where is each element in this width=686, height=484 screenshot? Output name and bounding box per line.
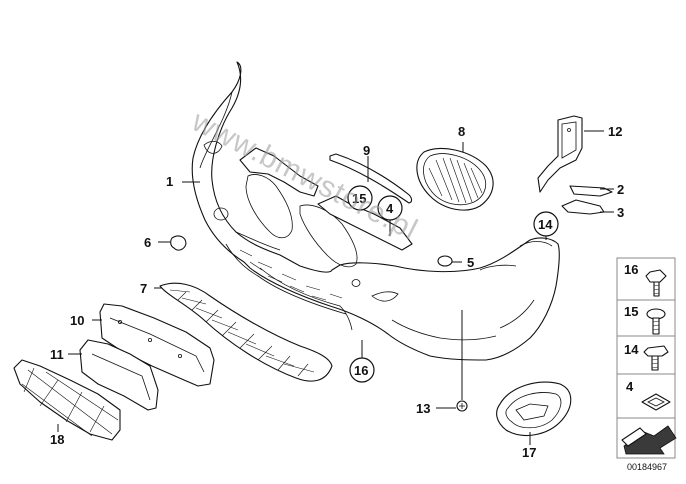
- callout-10: 10: [70, 313, 84, 328]
- callout-18: 18: [50, 432, 64, 447]
- diagram-id: 00184967: [627, 462, 667, 472]
- lower-grille: [159, 282, 333, 382]
- fillister-screw-icon: [646, 308, 666, 335]
- callout-12: 12: [608, 124, 622, 139]
- svg-text:14: 14: [538, 217, 553, 232]
- callout-5: 5: [467, 255, 474, 270]
- callout-6: 6: [144, 235, 151, 250]
- bumper-carrier-bracket: [239, 147, 413, 251]
- circled-callout-14: 14: [533, 211, 559, 237]
- circled-callout-15: 15: [347, 185, 373, 211]
- fastener-13: [456, 400, 468, 412]
- svg-text:15: 15: [352, 191, 366, 206]
- legend-label-16: 16: [624, 262, 638, 277]
- kidney-grille: [416, 147, 494, 211]
- flange-screw-icon: [643, 345, 669, 371]
- underbody-plate: [13, 359, 121, 441]
- circled-callout-16: 16: [349, 357, 375, 383]
- callout-3: 3: [617, 205, 624, 220]
- legend-label-4: 4: [626, 379, 634, 394]
- callout-11: 11: [50, 347, 64, 362]
- callout-9: 9: [363, 143, 370, 158]
- guide-right: [569, 185, 613, 197]
- cover-cap: [170, 235, 187, 251]
- callout-7: 7: [140, 281, 147, 296]
- callout-17: 17: [522, 445, 536, 460]
- fog-lamp-cover: [496, 381, 572, 436]
- callout-8: 8: [458, 124, 465, 139]
- circled-callout-4: 4: [377, 195, 403, 221]
- arrow-icon: [621, 425, 677, 455]
- legend-label-15: 15: [624, 304, 638, 319]
- legend-label-14: 14: [624, 342, 639, 357]
- callout-13: 13: [416, 401, 430, 416]
- callout-labels: 1 2 3 5 6 7 8 9 10 11 12 13 17 18: [50, 124, 624, 460]
- bracket-right: [537, 115, 583, 193]
- circled-callouts: 15 4 14 16: [347, 185, 559, 383]
- svg-text:16: 16: [354, 363, 368, 378]
- tow-hook-cover: [437, 255, 453, 267]
- leader-lines: [57, 130, 614, 445]
- callout-1: 1: [166, 174, 173, 189]
- fastener-legend: 16 15 14 4: [616, 257, 677, 459]
- callout-2: 2: [617, 182, 624, 197]
- svg-text:4: 4: [386, 201, 394, 216]
- clip-nut-icon: [641, 393, 671, 411]
- holder-right: [561, 199, 605, 215]
- trim-strip: [329, 153, 413, 204]
- license-plate-bracket: [79, 339, 159, 411]
- collar-screw-icon: [645, 269, 667, 297]
